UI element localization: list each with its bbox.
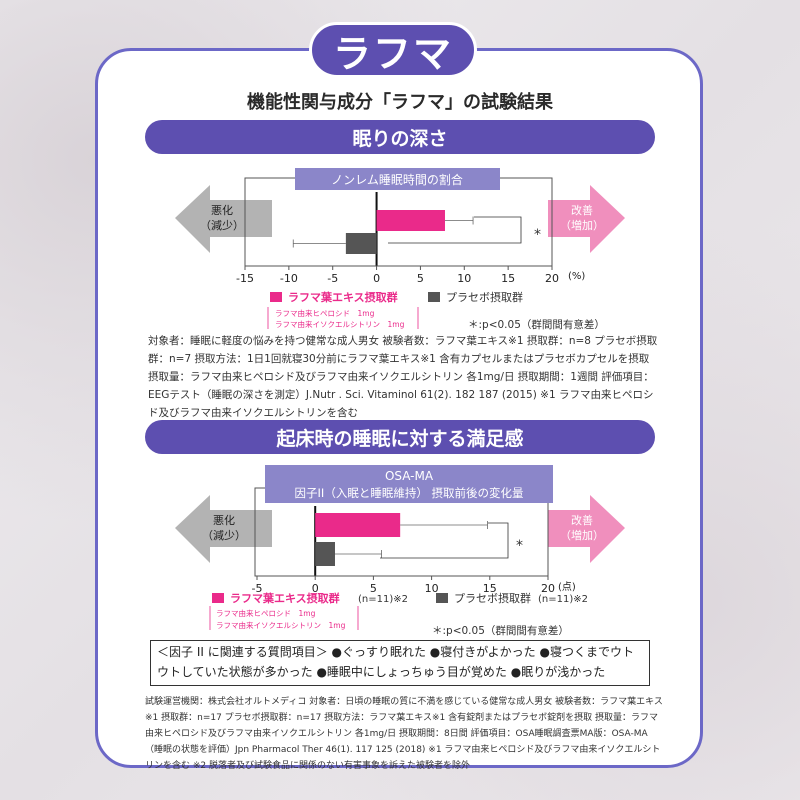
left-arrow-worse — [175, 495, 272, 563]
legend-sub-2: ラフマ由来イソクエルシトリン 1mg — [275, 319, 405, 329]
right-arrow-better — [548, 495, 625, 563]
significance-mark: * — [534, 227, 541, 243]
section1-title-band: 眠りの深さ — [145, 120, 655, 154]
legend-treatment-n: (n=11)※2 — [358, 594, 408, 605]
unit-label: (%) — [568, 271, 585, 282]
unit-label: (点) — [558, 581, 576, 592]
legend-sub-2: ラフマ由来イソクエルシトリン 1mg — [216, 620, 346, 630]
method-note-2: 試験運営機関：株式会社オルトメディコ 対象者：日頃の睡眠の質に不満を感じている健… — [145, 697, 663, 771]
right-arrow-label-2: （増加） — [560, 529, 604, 542]
chart2-header-box — [265, 465, 553, 503]
x-tick-label: -15 — [236, 272, 254, 285]
left-arrow-label-2: （減少） — [202, 528, 246, 542]
significance-mark: * — [516, 538, 523, 554]
x-tick-label: 20 — [541, 582, 555, 592]
chart1-header-box — [295, 168, 500, 190]
x-tick-label: 10 — [425, 582, 439, 592]
legend-sub-bracket — [267, 307, 419, 329]
left-arrow-label-2: （減少） — [200, 218, 244, 232]
x-tick-label: -5 — [252, 582, 263, 592]
legend-sub-bracket — [209, 606, 359, 630]
x-tick-label: 5 — [370, 582, 377, 592]
legend-sub-1: ラフマ由来ヒペロシド 1mg — [216, 608, 316, 618]
right-arrow-label-1: 改善 — [571, 203, 593, 217]
legend-placebo-swatch — [436, 593, 448, 603]
page-title: 機能性関与成分「ラフマ」の試験結果 — [247, 92, 553, 113]
bar-placebo — [315, 542, 335, 566]
significance-bracket — [388, 216, 522, 244]
x-tick-label: 10 — [457, 272, 471, 285]
method-note-1: 対象者：睡眠に軽度の悩みを持つ健常な成人男女 被験者数：ラフマ葉エキス※1 摂取… — [148, 335, 658, 419]
significance-note: ＊:p<0.05（群間間有意差） — [432, 624, 569, 637]
significance-bracket — [380, 522, 509, 559]
left-arrow-label-1: 悪化 — [213, 513, 235, 527]
x-tick-label: 15 — [483, 582, 497, 592]
bar-treatment — [315, 513, 401, 537]
question-items-box: ＜因子 II に関連する質問項目＞ ●ぐっすり眠れた ●寝付きがよかった ●寝つ… — [150, 640, 650, 686]
chart1-svg: 悪化 （減少） 改善 （増加） ノンレム睡眠時間の割合 -15 -10 -5 0 5 10… — [175, 168, 625, 285]
x-tick-label: 0 — [312, 582, 319, 592]
chart2-header-1: OSA-MA — [385, 469, 434, 483]
legend-placebo-swatch — [428, 292, 440, 302]
x-tick-label: -5 — [327, 272, 338, 285]
legend-placebo-label: プラセボ摂取群 — [446, 290, 523, 304]
chart2-legend: ラフマ葉エキス摂取群 (n=11)※2 プラセボ摂取群 (n=11)※2 ラフマ… — [209, 591, 588, 637]
bar-treatment — [376, 210, 445, 231]
chart2-svg: 悪化 （減少） 改善 （増加） OSA-MA 因子II（入眠と睡眠維持） 摂取前… — [175, 465, 625, 592]
legend-placebo-label: プラセボ摂取群 — [454, 591, 531, 605]
legend-sub-1: ラフマ由来ヒペロシド 1mg — [275, 308, 375, 318]
right-arrow-label-2: （増加） — [560, 219, 604, 232]
bar-placebo — [345, 233, 377, 254]
x-tick-label: -10 — [280, 272, 298, 285]
legend-treatment-label: ラフマ葉エキス摂取群 — [288, 290, 398, 304]
x-tick-label: 0 — [373, 272, 380, 285]
left-arrow-label-1: 悪化 — [211, 203, 233, 217]
legend-placebo-n: (n=11)※2 — [538, 594, 588, 605]
chart2-header-2: 因子II（入眠と睡眠維持） 摂取前後の変化量 — [295, 486, 524, 500]
logo-badge: ラフマ — [309, 22, 477, 78]
significance-note: ＊:p<0.05（群間間有意差） — [468, 318, 605, 331]
right-arrow-label-1: 改善 — [571, 513, 593, 527]
chart1-header: ノンレム睡眠時間の割合 — [331, 172, 463, 187]
left-arrow-worse — [175, 185, 272, 253]
chart1-legend: ラフマ葉エキス摂取群 プラセボ摂取群 ラフマ由来ヒペロシド 1mg ラフマ由来イ… — [267, 290, 605, 331]
legend-treatment-swatch — [212, 593, 224, 603]
legend-treatment-swatch — [270, 292, 282, 302]
x-tick-label: 15 — [501, 272, 515, 285]
legend-treatment-label: ラフマ葉エキス摂取群 — [230, 591, 340, 605]
x-tick-label: 5 — [417, 272, 424, 285]
x-tick-label: 20 — [545, 272, 559, 285]
section2-title-band: 起床時の睡眠に対する満足感 — [145, 420, 655, 454]
right-arrow-better — [548, 185, 625, 253]
